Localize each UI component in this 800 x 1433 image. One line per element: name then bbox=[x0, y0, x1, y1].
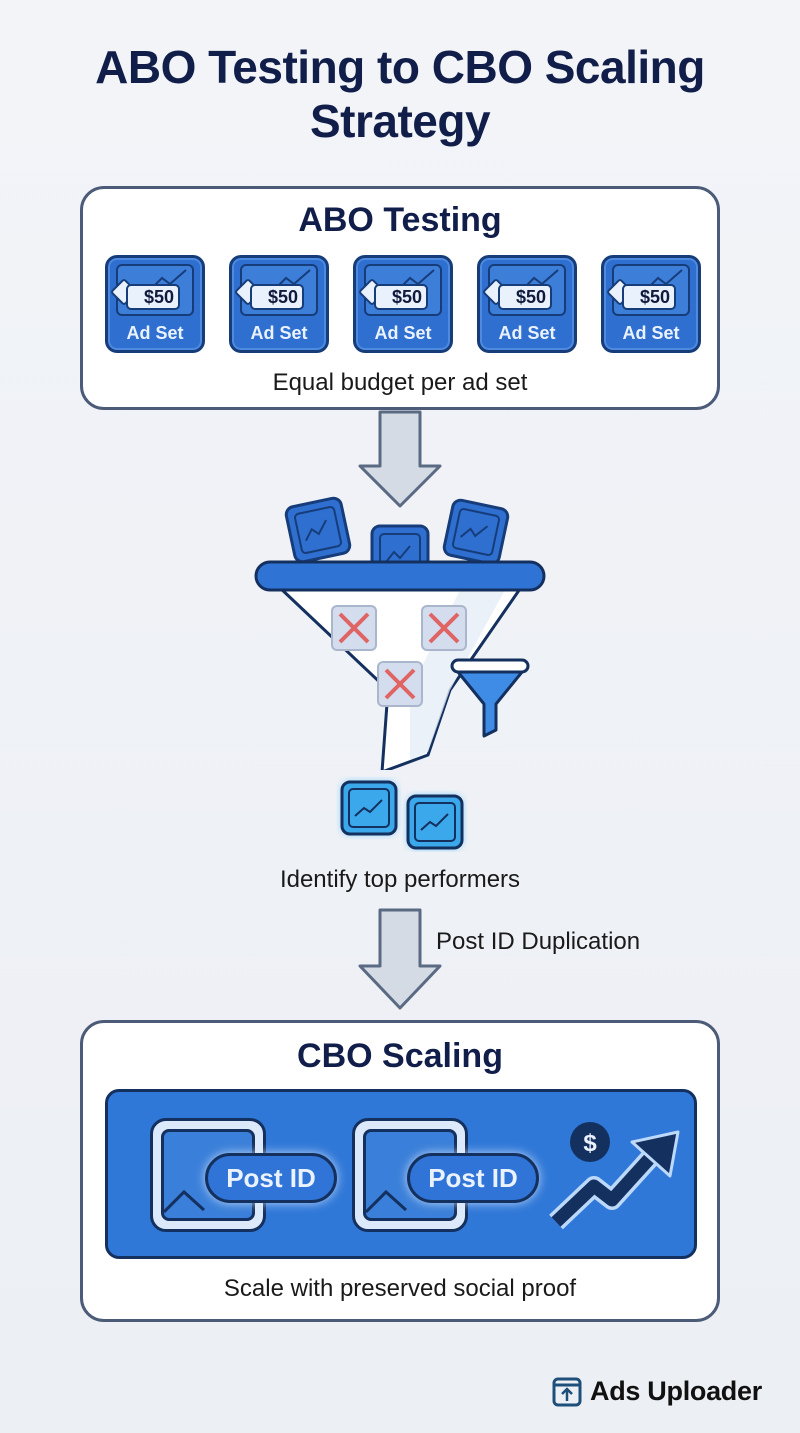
filter-funnel bbox=[254, 496, 546, 770]
rejected-ad-icon bbox=[421, 605, 467, 651]
dollar-growth-arrow-icon: $ bbox=[549, 1122, 680, 1230]
upload-box-icon bbox=[552, 1377, 582, 1406]
abo-caption: Equal budget per ad set bbox=[272, 369, 528, 396]
budget-value: $50 bbox=[622, 284, 676, 310]
top-performers bbox=[340, 780, 464, 850]
budget-value: $50 bbox=[126, 284, 180, 310]
funnel-rim bbox=[254, 560, 546, 592]
post-card: Post ID bbox=[150, 1118, 337, 1232]
winner-ad-icon bbox=[406, 794, 464, 850]
brand-logo: Ads Uploader bbox=[552, 1376, 762, 1407]
incoming-ad-card-icon bbox=[442, 498, 510, 566]
incoming-ad-card-icon bbox=[284, 496, 352, 564]
post-card: Post ID bbox=[352, 1118, 539, 1232]
small-filter-icon bbox=[450, 658, 530, 738]
post-id-badge: Post ID bbox=[205, 1153, 337, 1203]
ad-set-label: Ad Set bbox=[126, 323, 184, 343]
ad-set-label: Ad Set bbox=[622, 323, 680, 343]
abo-panel-title: ABO Testing bbox=[298, 201, 502, 239]
ad-set-card: $50 Ad Set bbox=[105, 255, 205, 353]
ad-set-card: $50 Ad Set bbox=[477, 255, 577, 353]
ad-set-card: $50 Ad Set bbox=[229, 255, 329, 353]
abo-testing-panel: ABO Testing $50 Ad Set $50 Ad Set $50 Ad… bbox=[80, 186, 720, 410]
winner-ad-icon bbox=[340, 780, 398, 836]
rejected-ad-icon bbox=[331, 605, 377, 651]
cbo-panel-title: CBO Scaling bbox=[297, 1037, 503, 1075]
ad-set-card: $50 Ad Set bbox=[601, 255, 701, 353]
ad-set-label: Ad Set bbox=[250, 323, 308, 343]
ad-set-card: $50 Ad Set bbox=[353, 255, 453, 353]
budget-value: $50 bbox=[498, 284, 552, 310]
ad-set-label: Ad Set bbox=[498, 323, 556, 343]
transition-label: Post ID Duplication bbox=[436, 928, 641, 955]
down-arrow-icon bbox=[358, 410, 442, 508]
rejected-ad-icon bbox=[377, 661, 423, 707]
post-id-badge: Post ID bbox=[407, 1153, 539, 1203]
budget-value: $50 bbox=[374, 284, 428, 310]
down-arrow-icon bbox=[358, 908, 442, 1010]
ad-set-row: $50 Ad Set $50 Ad Set $50 Ad Set $50 Ad … bbox=[105, 255, 701, 353]
funnel-caption: Identify top performers bbox=[279, 866, 521, 893]
cbo-caption: Scale with preserved social proof bbox=[223, 1275, 577, 1302]
cbo-scaling-panel: CBO Scaling Post ID Post ID $ Scale with… bbox=[80, 1020, 720, 1322]
budget-value: $50 bbox=[250, 284, 304, 310]
ad-set-label: Ad Set bbox=[374, 323, 432, 343]
cbo-campaign-box: Post ID Post ID $ bbox=[105, 1089, 697, 1259]
page-title: ABO Testing to CBO Scaling Strategy bbox=[95, 41, 705, 147]
brand-name: Ads Uploader bbox=[590, 1376, 762, 1406]
svg-text:$: $ bbox=[583, 1130, 597, 1157]
